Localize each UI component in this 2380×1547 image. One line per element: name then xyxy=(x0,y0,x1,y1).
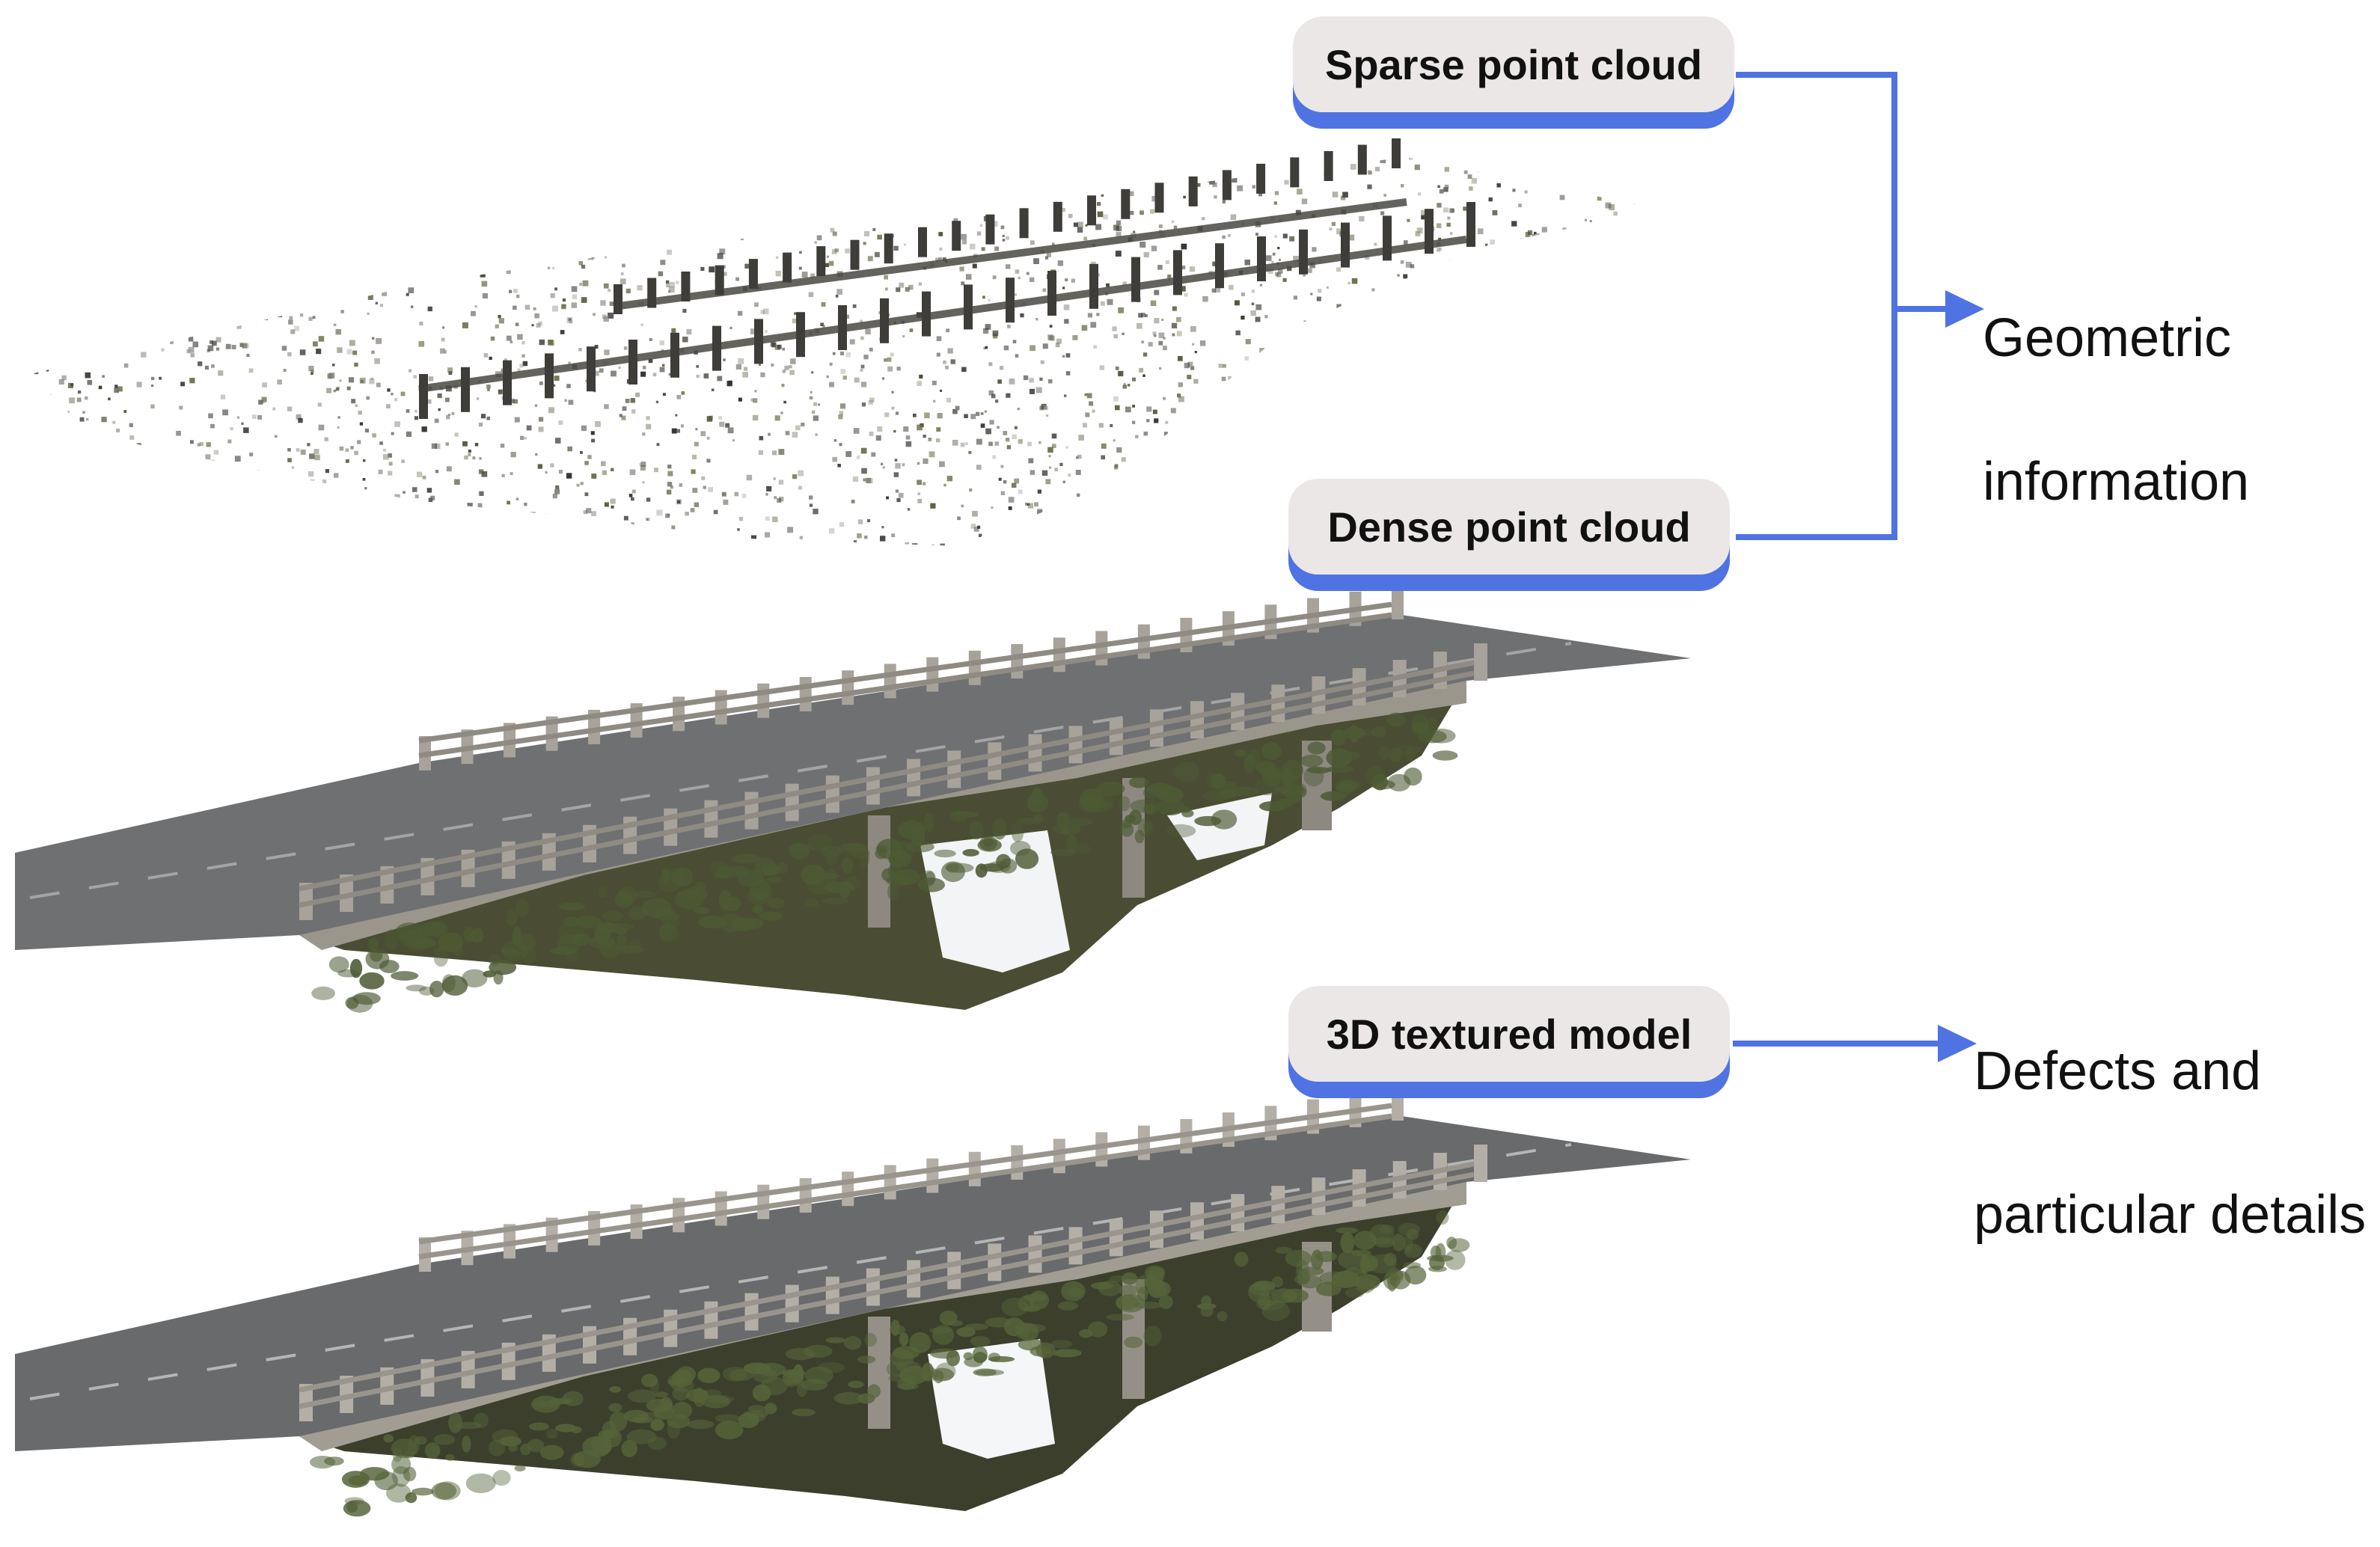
connector-lines xyxy=(1733,72,1953,1047)
defects-details-label: Defects and particular details xyxy=(1974,1041,2367,1245)
geometric-information-label: Geometric information xyxy=(1983,308,2250,512)
textured-model-label: 3D textured model xyxy=(1288,986,1730,1082)
arrow-right-icon xyxy=(1938,1025,1977,1062)
bracket-connector xyxy=(1736,72,1897,540)
arrow-right-icon xyxy=(1945,290,1984,328)
bridge-dense-point-cloud-icon xyxy=(15,585,1691,1013)
sparse-point-cloud-pill: Sparse point cloud xyxy=(1293,16,1734,129)
dense-point-cloud-label: Dense point cloud xyxy=(1288,479,1730,575)
sparse-point-cloud-label: Sparse point cloud xyxy=(1293,16,1734,112)
textured-model-pill: 3D textured model xyxy=(1288,986,1730,1098)
bridge-textured-mesh-icon xyxy=(15,1086,1691,1517)
dense-point-cloud-pill: Dense point cloud xyxy=(1288,479,1730,591)
